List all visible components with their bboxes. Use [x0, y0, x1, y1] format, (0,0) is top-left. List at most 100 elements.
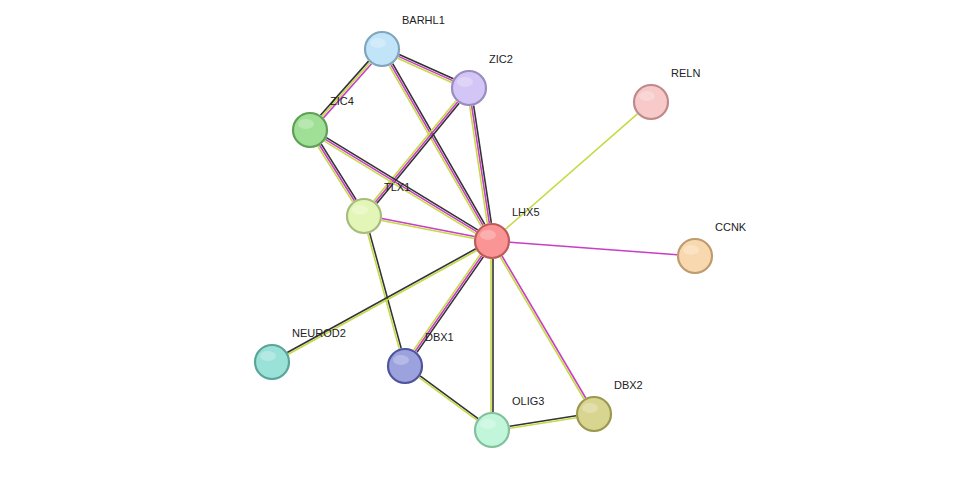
node-circle — [254, 344, 290, 380]
node-circle — [451, 70, 487, 106]
evidence-line — [324, 141, 475, 233]
evidence-line — [368, 234, 400, 349]
protein-node: CCNK — [677, 238, 713, 274]
evidence-line — [377, 103, 459, 203]
interaction-edge — [368, 233, 401, 349]
node-disc — [388, 349, 422, 383]
interaction-edge — [500, 256, 585, 399]
evidence-line — [490, 259, 492, 412]
node-label: ZIC2 — [489, 53, 513, 65]
protein-node: TLX1 — [346, 198, 382, 234]
interaction-edge — [398, 55, 454, 83]
node-circle — [576, 396, 612, 432]
evidence-line — [415, 256, 481, 351]
node-highlight — [370, 38, 386, 48]
interaction-edge — [470, 106, 492, 224]
node-label: RELN — [671, 67, 700, 79]
node-label: NEUROD2 — [292, 327, 346, 339]
node-label: LHX5 — [512, 206, 540, 218]
node-disc — [293, 113, 327, 147]
interaction-edge — [506, 114, 638, 229]
node-label: OLIG3 — [512, 395, 544, 407]
node-highlight — [298, 119, 314, 129]
evidence-line — [414, 255, 480, 350]
node-highlight — [393, 355, 409, 365]
interaction-edge — [374, 101, 459, 204]
evidence-line — [506, 114, 638, 229]
node-highlight — [260, 351, 276, 361]
evidence-line — [374, 101, 456, 201]
node-highlight — [639, 91, 655, 101]
node-highlight — [480, 230, 496, 240]
protein-node: RELN — [633, 84, 669, 120]
evidence-line — [322, 62, 370, 116]
evidence-line — [510, 242, 677, 254]
evidence-line — [420, 376, 478, 419]
evidence-line — [398, 56, 452, 80]
evidence-line — [472, 106, 490, 223]
interaction-edge — [320, 61, 371, 118]
node-highlight — [457, 77, 473, 87]
node-circle — [346, 198, 382, 234]
node-highlight — [582, 403, 598, 413]
protein-node: NEUROD2 — [254, 344, 290, 380]
interaction-edge — [414, 255, 484, 353]
node-circle — [292, 112, 328, 148]
node-highlight — [480, 419, 496, 429]
node-disc — [475, 413, 509, 447]
evidence-line — [381, 220, 474, 238]
evidence-line — [492, 259, 494, 412]
evidence-line — [502, 256, 586, 398]
interaction-edge — [491, 259, 493, 412]
evidence-line — [470, 106, 488, 223]
evidence-line — [370, 233, 402, 348]
protein-node: BARHL1 — [364, 31, 400, 67]
evidence-line — [510, 416, 576, 426]
node-circle — [474, 412, 510, 448]
node-label: DBX2 — [614, 379, 643, 391]
protein-node: ZIC4 — [292, 112, 328, 148]
node-disc — [255, 345, 289, 379]
evidence-line — [500, 257, 584, 399]
node-disc — [347, 199, 381, 233]
evidence-line — [375, 102, 457, 202]
node-disc — [678, 239, 712, 273]
interaction-edge — [381, 218, 474, 238]
interaction-edge — [510, 416, 577, 428]
node-circle — [364, 31, 400, 67]
node-circle — [387, 348, 423, 384]
evidence-line — [417, 257, 483, 352]
node-circle — [677, 238, 713, 274]
evidence-line — [399, 55, 453, 79]
node-circle — [633, 84, 669, 120]
node-disc — [452, 71, 486, 105]
node-label: CCNK — [715, 221, 746, 233]
node-label: DBX1 — [425, 331, 454, 343]
protein-node: ZIC2 — [451, 70, 487, 106]
evidence-line — [398, 58, 452, 82]
evidence-line — [474, 106, 492, 223]
evidence-line — [419, 377, 477, 420]
node-disc — [577, 397, 611, 431]
evidence-line — [323, 64, 371, 118]
node-label: TLX1 — [384, 181, 410, 193]
evidence-line — [510, 418, 576, 428]
protein-node: LHX5 — [474, 223, 510, 259]
node-label: BARHL1 — [402, 14, 445, 26]
node-disc — [365, 32, 399, 66]
node-disc — [475, 224, 509, 258]
node-label: ZIC4 — [330, 95, 354, 107]
node-highlight — [352, 205, 368, 215]
interaction-edge — [419, 376, 478, 420]
node-highlight — [683, 245, 699, 255]
evidence-line — [382, 218, 475, 236]
interaction-edge — [510, 242, 677, 254]
node-circle — [474, 223, 510, 259]
protein-node: DBX1 — [387, 348, 423, 384]
protein-node: DBX2 — [576, 396, 612, 432]
evidence-line — [320, 61, 368, 115]
node-disc — [634, 85, 668, 119]
protein-node: OLIG3 — [474, 412, 510, 448]
interaction-edge — [324, 138, 477, 234]
